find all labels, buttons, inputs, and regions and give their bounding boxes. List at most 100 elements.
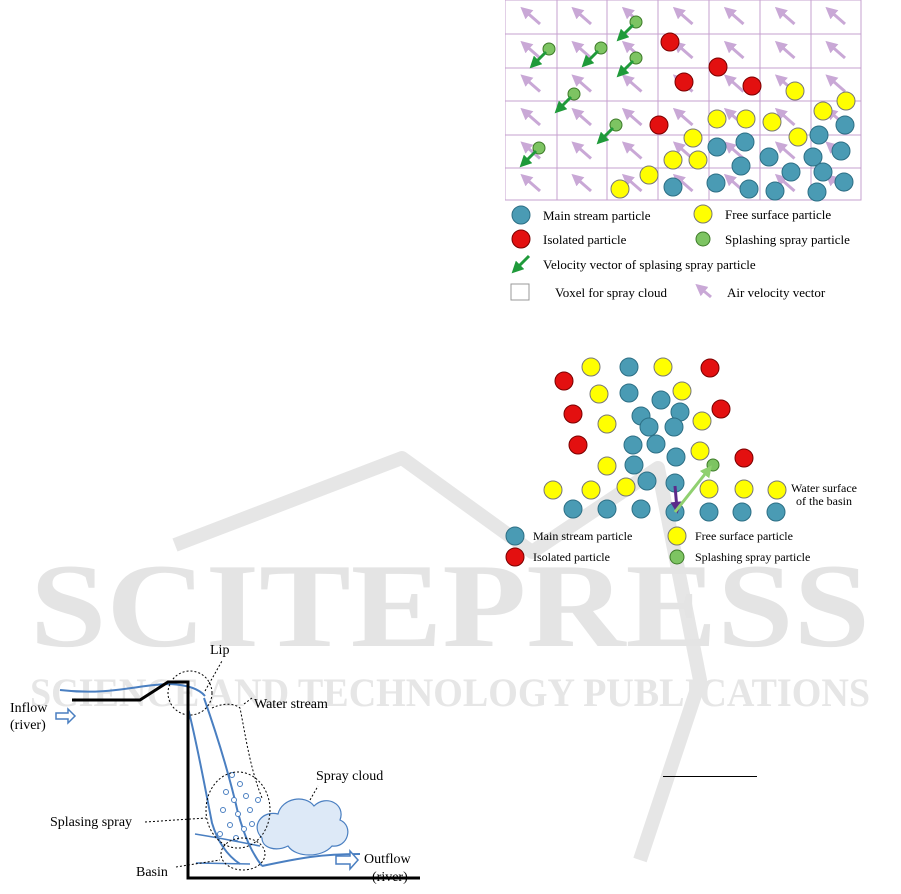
legend-free-surface-label: Free surface particle [725, 207, 831, 222]
free-surface-particle [785, 81, 805, 101]
spray-droplet [235, 811, 241, 817]
stream-inner [187, 707, 241, 865]
main-stream-particle [706, 173, 726, 193]
main-stream-particle [831, 141, 851, 161]
legend-splashing-marker [695, 231, 711, 247]
basin-legend-main-label: Main stream particle [533, 529, 632, 543]
free-surface-particle [653, 357, 673, 377]
legend-splashing-label: Splashing spray particle [725, 232, 850, 247]
main-stream-particle [597, 499, 617, 519]
air-velocity-arrow [723, 74, 745, 93]
main-stream-particle [739, 179, 759, 199]
main-stream-particle [666, 447, 686, 467]
basin-leader [175, 859, 221, 868]
main-stream-particle [651, 390, 671, 410]
legend-isolated-marker [511, 229, 531, 249]
free-surface-particle [788, 127, 808, 147]
air-velocity-arrow [621, 107, 643, 127]
splash-leader [144, 817, 207, 823]
basin-down-vector [670, 485, 683, 514]
main-stream-particle [639, 417, 659, 437]
isolated-particle [660, 32, 680, 52]
air-velocity-arrow [774, 40, 796, 60]
main-stream-particle [834, 172, 854, 192]
main-stream-particle [731, 156, 751, 176]
air-velocity-arrow [571, 74, 592, 93]
label-water-stream: Water stream [254, 697, 328, 712]
spray-droplet [227, 822, 233, 828]
free-surface-particle [688, 150, 708, 170]
free-surface-particle [672, 381, 692, 401]
air-velocity-arrow [520, 173, 541, 193]
isolated-particle [742, 76, 762, 96]
footnote-rule [663, 776, 757, 777]
main-stream-particle [631, 499, 651, 519]
label-outflow-1: Outflow [364, 852, 412, 867]
basin-particle-figure: Water surface of the basin Main stream p… [505, 357, 857, 567]
air-velocity-arrow [571, 40, 592, 60]
air-velocity-arrow [774, 107, 796, 127]
free-surface-particle [762, 112, 782, 132]
air-velocity-arrow [774, 173, 796, 193]
splashing-particle [629, 51, 643, 65]
free-surface-particle [581, 357, 601, 377]
air-velocity-arrow [520, 107, 541, 127]
air-velocity-arrow [621, 141, 643, 160]
free-surface-particle [663, 150, 683, 170]
free-surface-particle [543, 480, 563, 500]
main-stream-particle [707, 137, 727, 157]
stream-leader [243, 697, 253, 705]
free-surface-particle [597, 414, 617, 434]
air-velocity-arrow [520, 74, 541, 93]
air-velocity-arrow [672, 173, 694, 193]
basin-legend-free-label: Free surface particle [695, 529, 793, 543]
spray-voxel-figure: Main stream particle Free surface partic… [505, 0, 862, 301]
free-surface-particle [683, 128, 703, 148]
spray-droplet [237, 781, 243, 787]
air-velocity-arrow [723, 40, 745, 60]
main-stream-particle [663, 177, 683, 197]
lip-callout [167, 670, 213, 716]
free-surface-particle [616, 477, 636, 497]
air-velocity-arrow [825, 40, 846, 60]
outflow-arrow-icon [335, 849, 360, 871]
spray-velocity-arrow [519, 149, 538, 168]
isolated-particle [554, 371, 574, 391]
label-outflow-2: (river) [372, 870, 408, 885]
air-velocity-arrow [571, 107, 592, 127]
basin-water-lower [195, 862, 251, 865]
air-velocity-arrow [621, 173, 643, 193]
main-stream-particle [809, 125, 829, 145]
main-stream-particle [732, 502, 752, 522]
spray-droplet [223, 789, 229, 795]
main-stream-particle [807, 182, 827, 202]
basin-legend-main-marker [505, 526, 525, 546]
inflow-arrow-icon [55, 707, 77, 725]
basin-legend-free-marker [667, 526, 687, 546]
air-velocity-arrow [774, 6, 796, 26]
free-surface-particle [734, 479, 754, 499]
basin-legend-isolated-marker [505, 547, 525, 567]
spray-velocity-arrow [596, 126, 615, 145]
air-velocity-arrow [571, 141, 592, 160]
main-stream-particle [765, 181, 785, 201]
air-velocity-arrow [621, 74, 643, 93]
free-surface-particle [736, 109, 756, 129]
main-stream-particle [803, 147, 823, 167]
spray-droplet [231, 797, 237, 803]
free-surface-particle [767, 480, 787, 500]
label-splashing-spray: Splasing spray [50, 815, 132, 830]
basin-callout [220, 837, 266, 871]
watermark-title: SCITEPRESS [30, 539, 870, 672]
legend-velocity-label: Velocity vector of splasing spray partic… [543, 257, 756, 272]
main-stream-particle [781, 162, 801, 182]
air-velocity-arrow [825, 74, 846, 93]
air-velocity-arrow [774, 141, 796, 160]
isolated-particle [563, 404, 583, 424]
free-surface-particle [836, 91, 856, 111]
air-velocity-arrow [723, 6, 745, 26]
spray-velocity-arrow [529, 50, 548, 69]
isolated-particle [649, 115, 669, 135]
spray-droplet [220, 807, 226, 813]
